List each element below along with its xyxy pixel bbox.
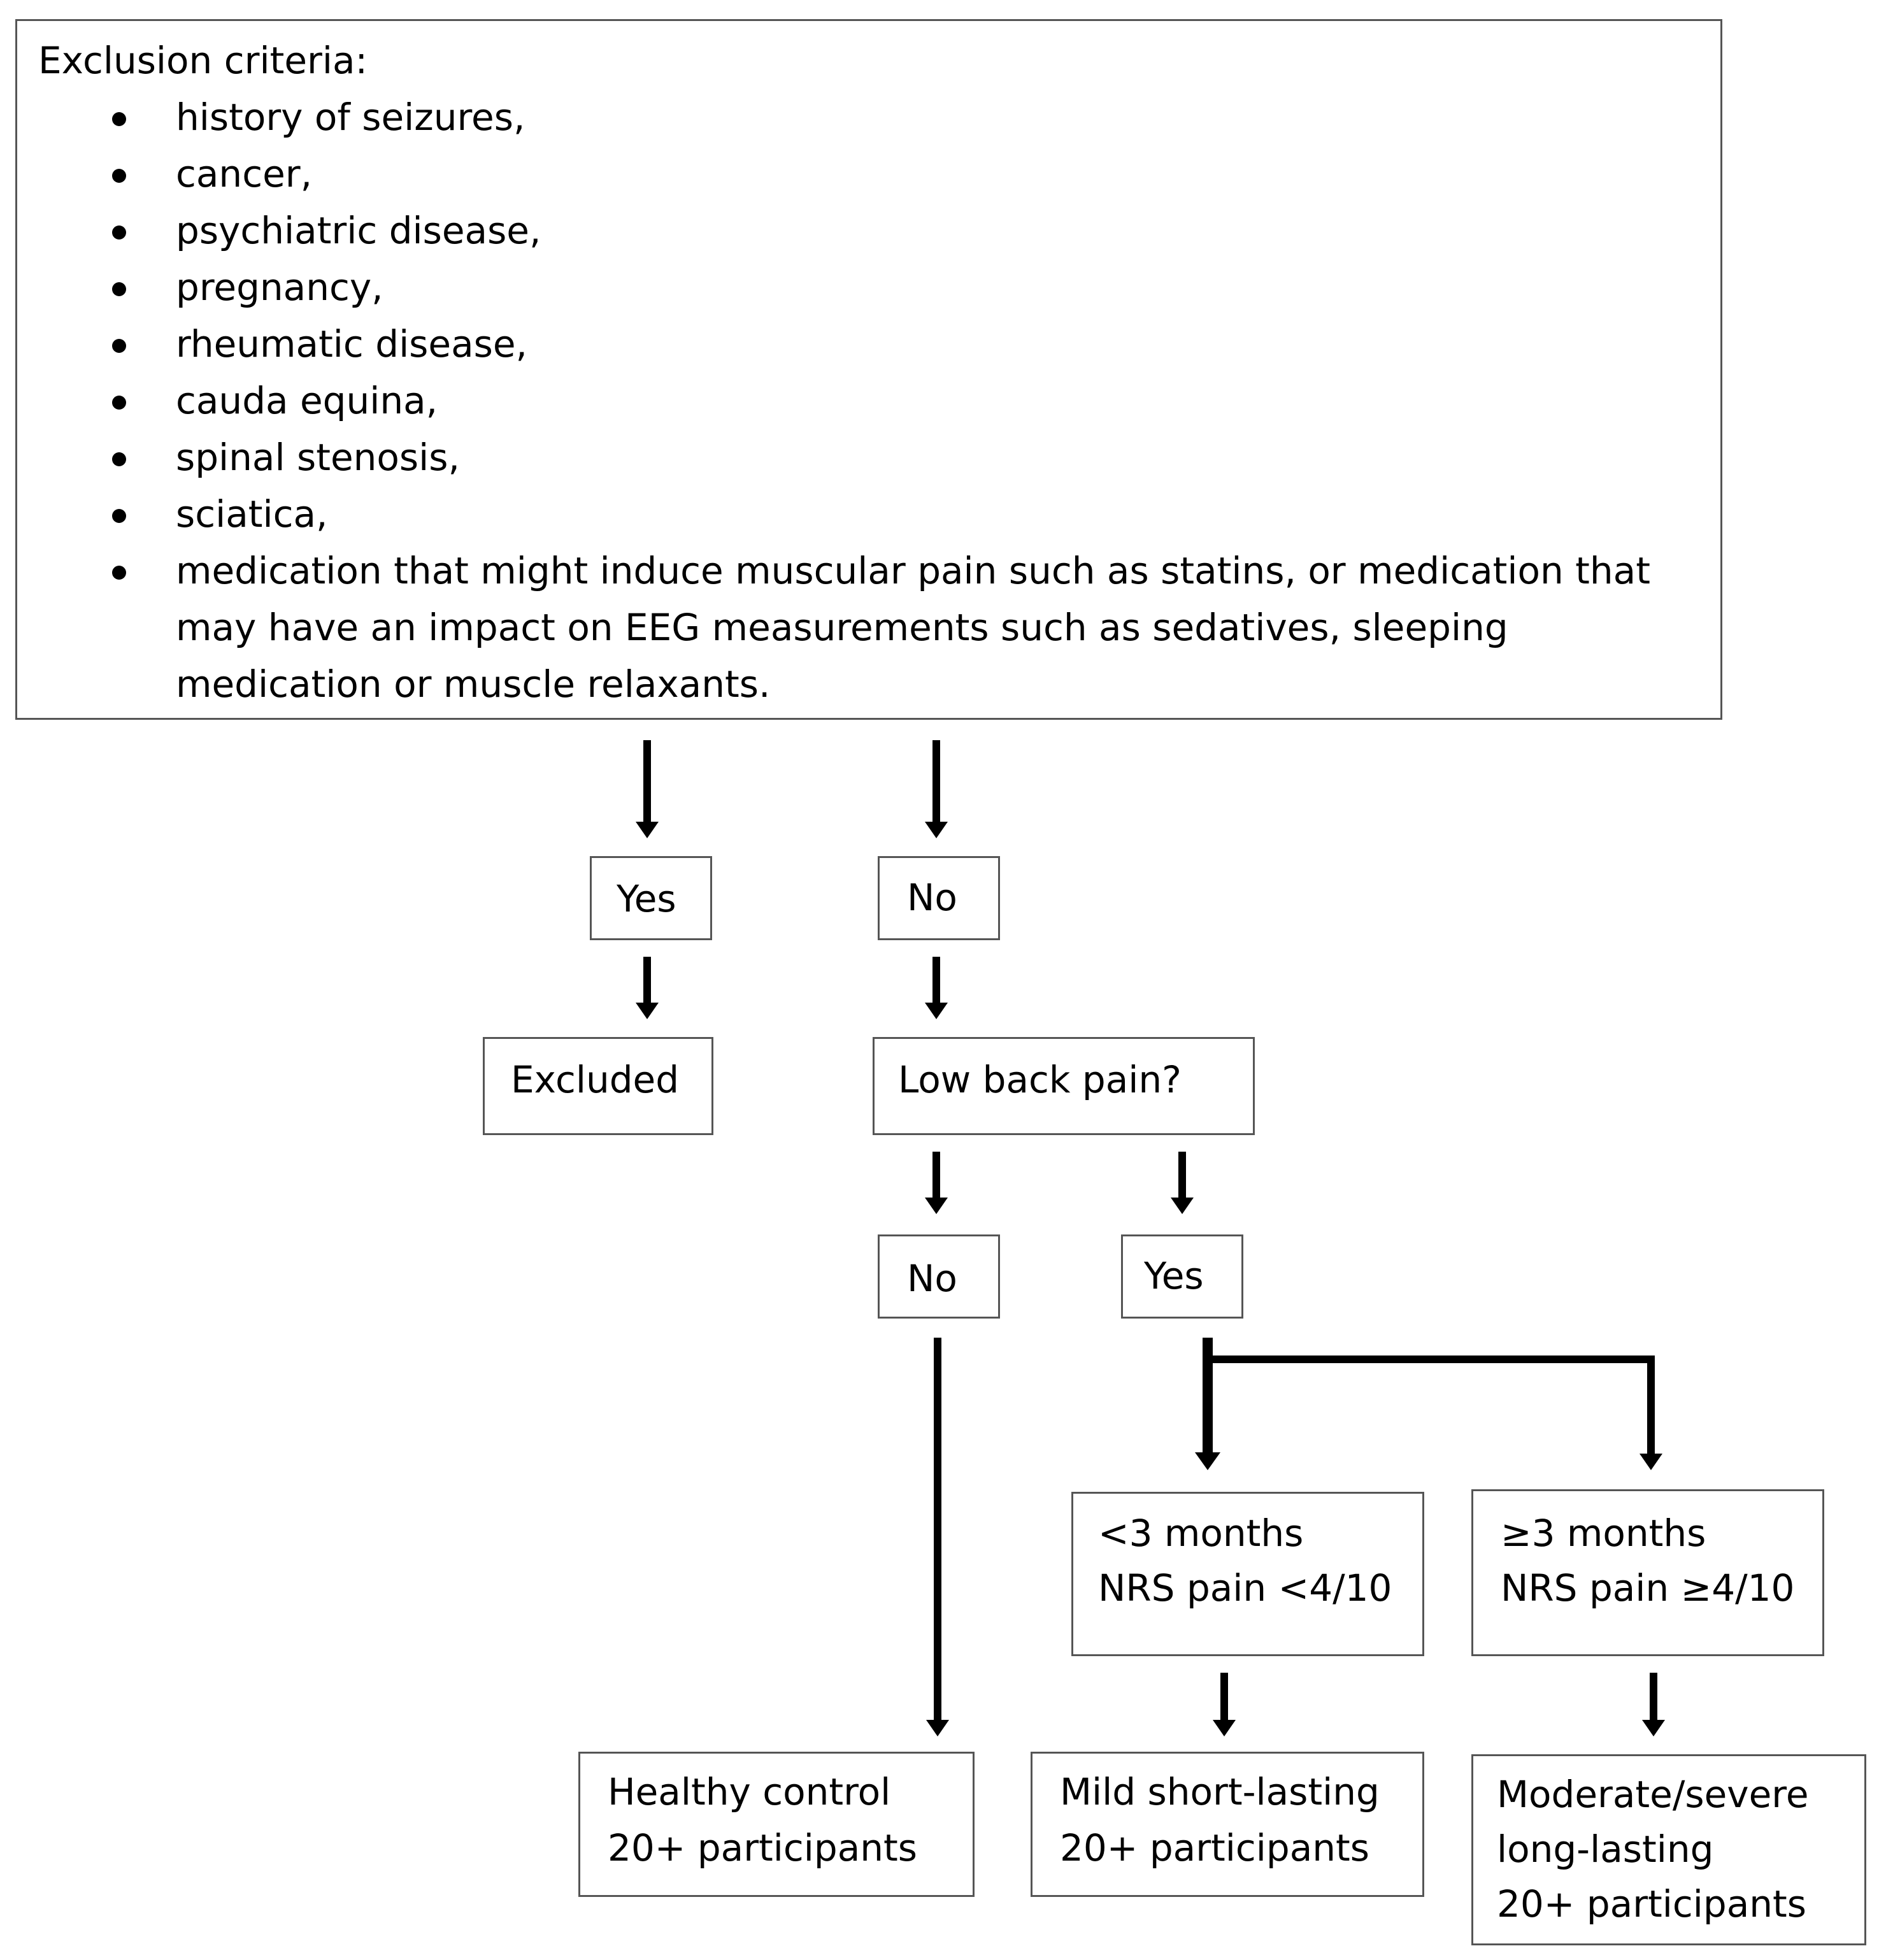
bullet-icon [112, 169, 126, 183]
criterion-item: cancer, [96, 146, 1701, 203]
short-duration-line1: <3 months [1098, 1512, 1304, 1555]
low-back-pain-box [873, 1037, 1255, 1135]
long-duration-box [1471, 1489, 1824, 1656]
arrowhead-icon [1195, 1452, 1220, 1470]
pain-yes-box [1121, 1234, 1243, 1319]
arrowhead-icon [925, 1003, 948, 1019]
long-duration-line2: NRS pain ≥4/10 [1501, 1566, 1795, 1610]
pain-no-box [878, 1234, 1000, 1319]
criterion-item: history of seizures, [96, 89, 1701, 146]
arrowhead-icon [636, 1003, 659, 1019]
short-duration-box [1071, 1492, 1424, 1656]
moderate-severe-line2: long-lasting [1497, 1828, 1714, 1871]
exclusion-criteria-title: Exclusion criteria: [38, 39, 368, 82]
exclusion-no-label: No [907, 876, 957, 919]
criterion-item: sciatica, [96, 486, 1701, 543]
bullet-icon [112, 396, 126, 410]
healthy-control-box [578, 1752, 975, 1897]
excluded-label: Excluded [511, 1058, 680, 1101]
bullet-icon [112, 339, 126, 353]
short-duration-line2: NRS pain <4/10 [1098, 1566, 1392, 1610]
exclusion-no-box [878, 856, 1000, 940]
criterion-item: medication that might induce muscular pa… [96, 543, 1701, 713]
arrowhead-icon [1640, 1454, 1662, 1470]
arrowhead-icon [1642, 1720, 1665, 1736]
exclusion-criteria-list: history of seizures, cancer, psychiatric… [96, 89, 1701, 713]
criterion-item: psychiatric disease, [96, 203, 1701, 259]
pain-yes-label: Yes [1144, 1254, 1204, 1298]
bullet-icon [112, 452, 126, 466]
bullet-icon [112, 282, 126, 296]
arrowhead-icon [636, 822, 659, 838]
bullet-icon [112, 225, 126, 240]
exclusion-yes-box [590, 856, 712, 940]
low-back-pain-label: Low back pain? [898, 1058, 1182, 1101]
bullet-icon [112, 112, 126, 126]
criterion-item: pregnancy, [96, 259, 1701, 316]
criterion-item: cauda equina, [96, 373, 1701, 429]
bullet-icon [112, 566, 126, 580]
pain-no-label: No [907, 1257, 957, 1300]
moderate-severe-box [1471, 1754, 1866, 1945]
moderate-severe-line1: Moderate/severe [1497, 1773, 1809, 1816]
healthy-control-line1: Healthy control [608, 1770, 891, 1813]
mild-short-lasting-line2: 20+ participants [1060, 1826, 1369, 1870]
mild-short-lasting-line1: Mild short-lasting [1060, 1770, 1380, 1813]
mild-short-lasting-box [1031, 1752, 1424, 1897]
bullet-icon [112, 509, 126, 523]
arrowhead-icon [926, 1720, 949, 1736]
long-duration-line1: ≥3 months [1501, 1512, 1706, 1555]
exclusion-yes-label: Yes [617, 877, 676, 920]
arrowhead-icon [1171, 1198, 1194, 1214]
exclusion-criteria-box [15, 19, 1722, 720]
arrowhead-icon [925, 1198, 948, 1214]
criterion-item: spinal stenosis, [96, 429, 1701, 486]
arrowhead-icon [1213, 1720, 1236, 1736]
arrowhead-icon [925, 822, 948, 838]
moderate-severe-line3: 20+ participants [1497, 1882, 1806, 1926]
criterion-item: rheumatic disease, [96, 316, 1701, 373]
excluded-box [483, 1037, 713, 1135]
healthy-control-line2: 20+ participants [608, 1826, 917, 1870]
